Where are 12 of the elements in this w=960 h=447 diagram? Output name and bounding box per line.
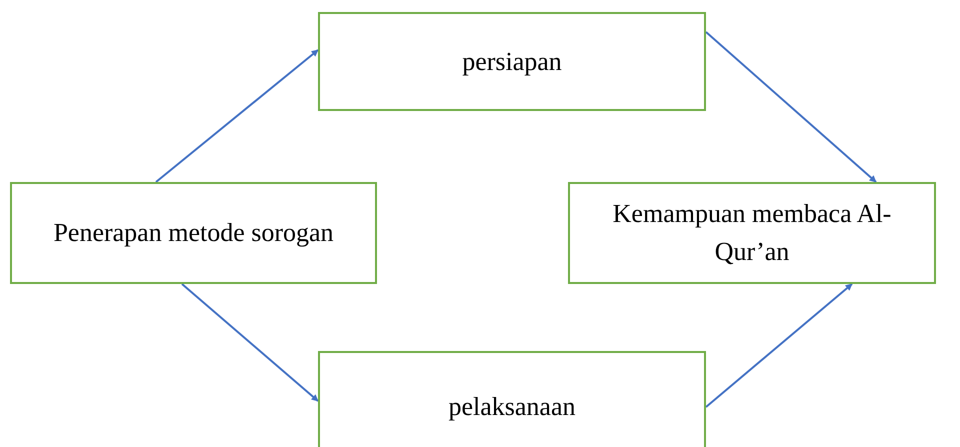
arrow: [181, 283, 319, 402]
arrow: [705, 283, 853, 408]
arrow: [705, 31, 877, 183]
arrow: [155, 49, 319, 183]
process-box: [318, 351, 706, 447]
process-box: [568, 182, 936, 284]
box-label: persiapan: [461, 46, 563, 78]
box-label: pelaksanaan: [447, 391, 577, 424]
box-label: Kemampuan membaca Al-Qur’an: [612, 198, 892, 268]
process-box: [318, 12, 706, 111]
process-box: [10, 182, 377, 284]
box-label: Penerapan metode sorogan: [52, 217, 335, 250]
